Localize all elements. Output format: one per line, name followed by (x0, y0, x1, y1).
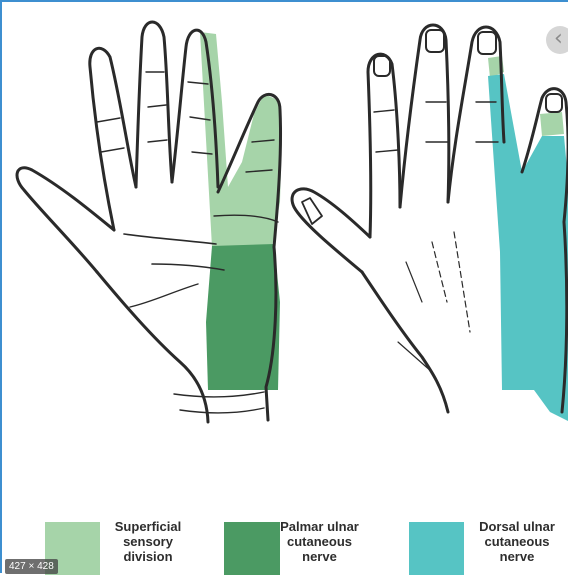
legend-label-superficial: Superficial sensory division (102, 519, 194, 564)
chevron-left-icon[interactable] (546, 26, 568, 54)
legend-swatch-dorsal (409, 522, 464, 575)
legend-label-dorsal: Dorsal ulnar cutaneous nerve (464, 519, 568, 564)
dorsal-hand (292, 25, 568, 422)
palmar-hand (17, 22, 282, 422)
legend-label-palmar: Palmar ulnar cutaneous nerve (272, 519, 367, 564)
image-size-badge: 427 × 428 (5, 559, 58, 574)
